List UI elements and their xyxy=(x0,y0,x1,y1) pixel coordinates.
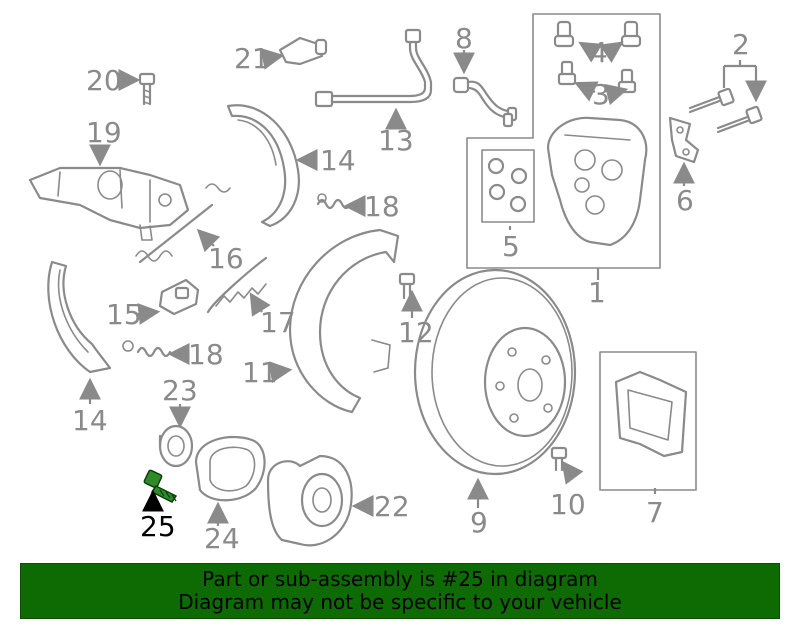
part-25-highlighted-bolt[interactable] xyxy=(143,469,178,503)
callout-23: 23 xyxy=(162,374,198,407)
callout-1: 1 xyxy=(588,276,606,309)
callout-19: 19 xyxy=(86,116,122,149)
part-16-spring[interactable] xyxy=(135,183,231,264)
part-14-lower-brake-shoe[interactable] xyxy=(47,260,112,374)
part-11-backing-plate[interactable] xyxy=(288,228,400,414)
callout-16: 16 xyxy=(208,242,244,275)
part-20-bolt[interactable] xyxy=(138,72,156,106)
part-5-seal-kit[interactable] xyxy=(481,149,535,223)
part-4-guide-caps[interactable] xyxy=(553,20,642,48)
callout-17: 17 xyxy=(260,306,296,339)
callout-6: 6 xyxy=(676,184,694,217)
callout-18-lower: 18 xyxy=(188,338,224,371)
part-15-adjuster[interactable] xyxy=(158,278,200,316)
caliper-assembly-box xyxy=(466,13,661,269)
callout-7: 7 xyxy=(646,496,664,529)
callout-21: 21 xyxy=(234,42,270,75)
callout-24: 24 xyxy=(204,522,240,555)
callout-10: 10 xyxy=(550,488,586,521)
callout-9: 9 xyxy=(470,506,488,539)
banner-line-1: Part or sub-assembly is #25 in diagram xyxy=(202,567,598,591)
info-banner: Part or sub-assembly is #25 in diagram D… xyxy=(20,563,780,619)
part-19-parking-actuator[interactable] xyxy=(28,166,190,241)
part-18-upper-spring[interactable] xyxy=(316,193,352,210)
part-6-bracket-plate[interactable] xyxy=(668,116,700,164)
part-22-wheel-hub[interactable] xyxy=(266,454,353,547)
callout-4: 4 xyxy=(590,36,608,69)
part-24-gasket[interactable] xyxy=(194,435,266,502)
brake-assembly-diagram: 1 2 3 4 5 6 7 8 9 10 11 12 13 14 14 15 1… xyxy=(28,13,800,555)
callout-5: 5 xyxy=(502,230,520,263)
callout-3: 3 xyxy=(592,78,610,111)
banner-line-2: Diagram may not be specific to your vehi… xyxy=(178,590,622,614)
part-23-wheel-bearing[interactable] xyxy=(158,424,194,468)
part-9-brake-rotor[interactable] xyxy=(413,268,577,476)
callout-22: 22 xyxy=(374,490,410,523)
callout-8: 8 xyxy=(455,22,473,55)
callout-15: 15 xyxy=(106,298,142,331)
part-10-bolt[interactable] xyxy=(550,446,568,472)
part-8-wear-sensor[interactable] xyxy=(452,76,518,128)
part-13-brake-hose[interactable] xyxy=(314,28,433,108)
callout-11: 11 xyxy=(242,356,278,389)
callout-18-upper: 18 xyxy=(364,190,400,223)
part-2-caliper-bolts[interactable] xyxy=(688,87,763,134)
callout-25-highlighted: 25 xyxy=(140,510,176,543)
callout-13: 13 xyxy=(378,124,414,157)
callout-20: 20 xyxy=(86,64,122,97)
part-14-upper-brake-shoe[interactable] xyxy=(226,104,300,228)
callout-2: 2 xyxy=(732,28,750,61)
callout-12: 12 xyxy=(398,316,434,349)
caliper-body[interactable] xyxy=(546,116,648,247)
part-21-sensor[interactable] xyxy=(278,36,328,66)
callout-arrows xyxy=(79,41,756,526)
callout-labels: 1 2 3 4 5 6 7 8 9 10 11 12 13 14 14 15 1… xyxy=(72,22,750,555)
part-18-lower-spring[interactable] xyxy=(122,340,172,358)
callout-14-lower: 14 xyxy=(72,404,108,437)
part-7-brake-pads[interactable] xyxy=(599,351,697,491)
callout-14-upper: 14 xyxy=(320,144,356,177)
